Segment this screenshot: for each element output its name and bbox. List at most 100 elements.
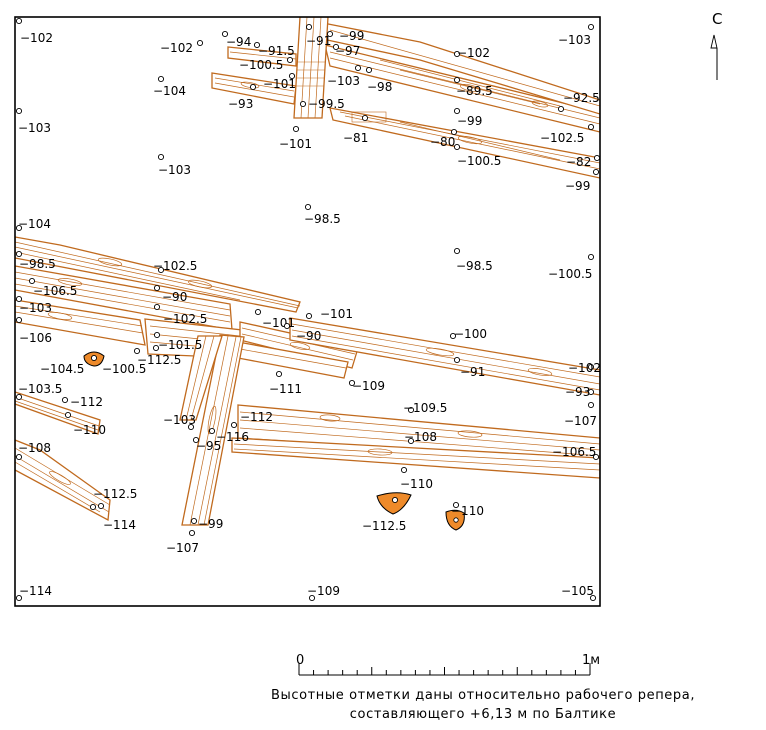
elevation-point xyxy=(89,503,97,511)
elevation-point xyxy=(254,308,262,316)
elevation-label: −100.5 xyxy=(548,267,592,281)
elevation-point xyxy=(391,496,399,504)
elevation-label: −102 xyxy=(160,41,193,55)
elevation-label: −109 xyxy=(352,379,385,393)
elevation-label: −99.5 xyxy=(308,97,345,111)
elevation-label: −109.5 xyxy=(403,401,447,415)
log xyxy=(237,404,600,463)
elevation-label: −93 xyxy=(565,385,590,399)
elevation-label: −109 xyxy=(307,584,340,598)
elevation-point xyxy=(305,312,313,320)
elevation-point xyxy=(15,594,23,602)
elevation-label: −89.5 xyxy=(456,84,493,98)
elevation-label: −102.5 xyxy=(163,312,207,326)
elevation-point xyxy=(153,284,161,292)
log xyxy=(15,236,301,313)
log xyxy=(15,299,146,346)
scale-bar: 0 1м xyxy=(296,653,600,676)
log xyxy=(293,17,329,119)
elevation-point xyxy=(453,356,461,364)
elevation-label: −112.5 xyxy=(362,519,406,533)
elevation-point xyxy=(61,396,69,404)
elevation-point xyxy=(557,105,565,113)
elevation-point xyxy=(592,453,600,461)
elevation-label: −104 xyxy=(18,217,51,231)
elevation-label: −106.5 xyxy=(552,445,596,459)
elevation-point xyxy=(453,107,461,115)
elevation-point xyxy=(450,128,458,136)
elevation-label: −114 xyxy=(19,584,52,598)
elevation-label: −93 xyxy=(228,97,253,111)
elevation-label: −112.5 xyxy=(137,353,181,367)
elevation-label: −105 xyxy=(561,584,594,598)
elevation-label: −110 xyxy=(400,477,433,491)
elevation-point xyxy=(152,344,160,352)
elevation-point xyxy=(253,41,261,49)
scale-start-label: 0 xyxy=(296,653,304,668)
elevation-point xyxy=(275,370,283,378)
elevation-point xyxy=(286,56,294,64)
elevation-point xyxy=(15,224,23,232)
elevation-point xyxy=(400,466,408,474)
elevation-point xyxy=(15,453,23,461)
elevation-label: −99 xyxy=(198,517,223,531)
elevation-point xyxy=(288,72,296,80)
elevation-label: −90 xyxy=(162,290,187,304)
elevation-label: −100 xyxy=(454,327,487,341)
elevation-point xyxy=(587,388,595,396)
elevation-point xyxy=(15,250,23,258)
elevation-point xyxy=(453,50,461,58)
elevation-label: −106.5 xyxy=(33,284,77,298)
elevation-point xyxy=(153,331,161,339)
elevation-label: −99 xyxy=(457,114,482,128)
elevation-label: −101 xyxy=(262,316,295,330)
elevation-label: −91.5 xyxy=(258,44,295,58)
elevation-label: −98.5 xyxy=(456,259,493,273)
north-arrow: С xyxy=(710,10,722,80)
elevation-point xyxy=(90,354,98,362)
elevation-label: −112 xyxy=(240,410,273,424)
elevation-point xyxy=(133,347,141,355)
elevation-point xyxy=(453,76,461,84)
elevation-point xyxy=(249,83,257,91)
elevation-label: −103 xyxy=(19,301,52,315)
elevation-point xyxy=(593,154,601,162)
elevation-point xyxy=(354,64,362,72)
elevation-label: −102.5 xyxy=(540,131,584,145)
stone-point xyxy=(453,517,459,523)
elevation-point xyxy=(15,107,23,115)
elevation-point xyxy=(587,401,595,409)
elevation-label: −103 xyxy=(327,74,360,88)
elevation-point xyxy=(332,43,340,51)
elevation-point xyxy=(587,123,595,131)
elevation-point xyxy=(308,594,316,602)
elevation-label: −91 xyxy=(460,365,485,379)
elevation-label: −103 xyxy=(158,163,191,177)
elevation-point xyxy=(589,594,597,602)
elevation-label: −98.5 xyxy=(304,212,341,226)
elevation-label: −112.5 xyxy=(93,487,137,501)
elevation-label: −108 xyxy=(404,430,437,444)
elevation-label: −103 xyxy=(18,121,51,135)
elevation-label: −102 xyxy=(20,31,53,45)
elevation-point xyxy=(157,153,165,161)
elevation-point xyxy=(587,253,595,261)
elevation-label: −102 xyxy=(568,361,601,375)
elevation-label: −101 xyxy=(320,307,353,321)
elevation-point xyxy=(190,517,198,525)
elevation-label: −111 xyxy=(269,382,302,396)
elevation-point xyxy=(196,39,204,47)
elevation-label: −110 xyxy=(73,423,106,437)
elevation-point xyxy=(15,17,23,25)
logs-layer xyxy=(15,17,600,526)
elevation-label: −100.5 xyxy=(457,154,501,168)
elevation-label: −100.5 xyxy=(239,58,283,72)
elevation-point xyxy=(28,277,36,285)
elevation-label: −95 xyxy=(196,439,221,453)
elevation-point xyxy=(361,114,369,122)
elevation-label: −81 xyxy=(343,131,368,145)
elevation-label: −112 xyxy=(70,395,103,409)
stone xyxy=(376,492,412,515)
elevation-label: −107 xyxy=(166,541,199,555)
elevation-point xyxy=(230,421,238,429)
